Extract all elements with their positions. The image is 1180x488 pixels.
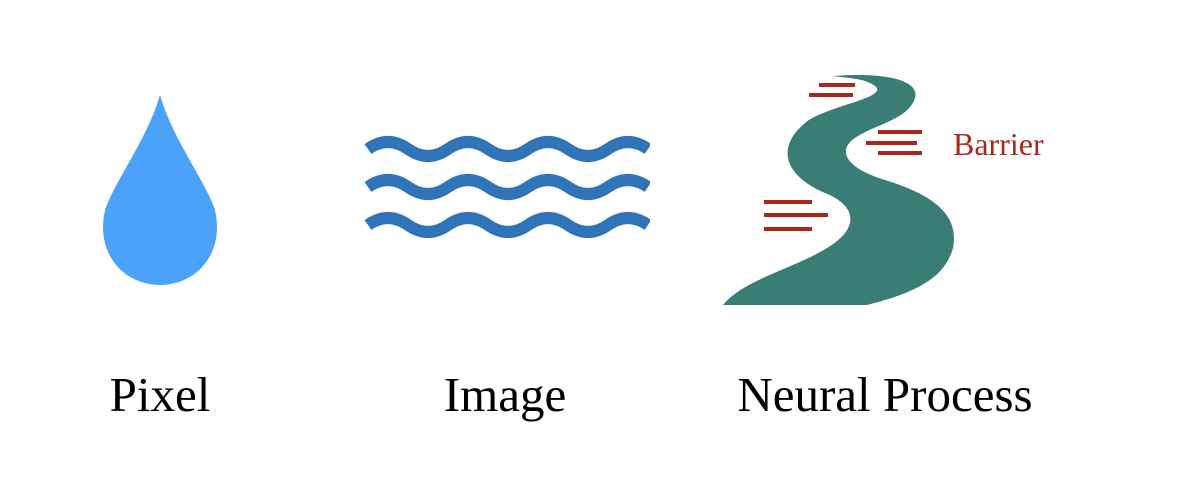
neural-process-label: Neural Process xyxy=(737,367,1033,422)
water-waves-icon xyxy=(360,135,652,245)
river-shape xyxy=(723,74,955,305)
winding-river-icon: Barrier xyxy=(715,68,1075,313)
water-drop-icon xyxy=(95,90,225,290)
wave-line-bottom xyxy=(364,212,652,238)
drop-shape xyxy=(103,95,217,285)
wave-line-top xyxy=(364,136,652,162)
wave-line-middle xyxy=(364,174,652,200)
barrier-label: Barrier xyxy=(953,126,1044,162)
pixel-label: Pixel xyxy=(109,367,211,422)
image-label: Image xyxy=(443,367,567,422)
